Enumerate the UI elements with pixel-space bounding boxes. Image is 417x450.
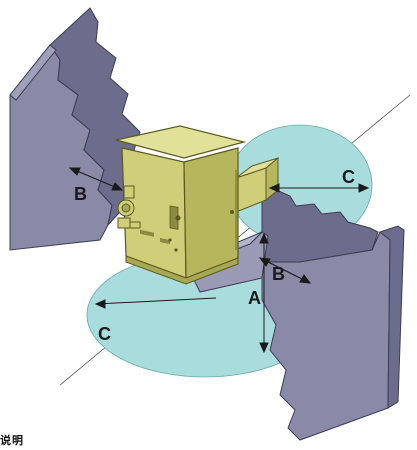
label-b-right: B <box>272 264 285 284</box>
cabinet-label-plate-2 <box>160 238 170 245</box>
cabinet-screw-icon-2 <box>174 248 178 252</box>
cabinet-side <box>183 147 239 279</box>
cabinet-label-plate <box>140 229 154 237</box>
valve-assembly-icon <box>117 185 141 229</box>
label-a: A <box>248 288 261 308</box>
label-c-left: C <box>98 324 111 344</box>
cabinet-top <box>115 125 247 159</box>
left-wall-top-edge <box>9 44 57 101</box>
label-c-right: C <box>342 167 355 187</box>
dimension-b-right <box>258 257 312 284</box>
cabinet-side-handle-icon <box>230 210 234 214</box>
right-wall-end-face <box>371 225 405 409</box>
caption-text: 说明 <box>0 434 24 447</box>
dimension-c-left <box>94 297 217 309</box>
dimension-c-right <box>268 183 370 193</box>
cabinet-lock-icon <box>175 215 181 221</box>
cabinet-base <box>125 255 239 285</box>
label-b-left: B <box>74 184 87 204</box>
dimension-b-left <box>68 167 124 191</box>
dimension-a-vertical <box>259 232 269 354</box>
cabinet-screw-icon <box>168 238 172 242</box>
